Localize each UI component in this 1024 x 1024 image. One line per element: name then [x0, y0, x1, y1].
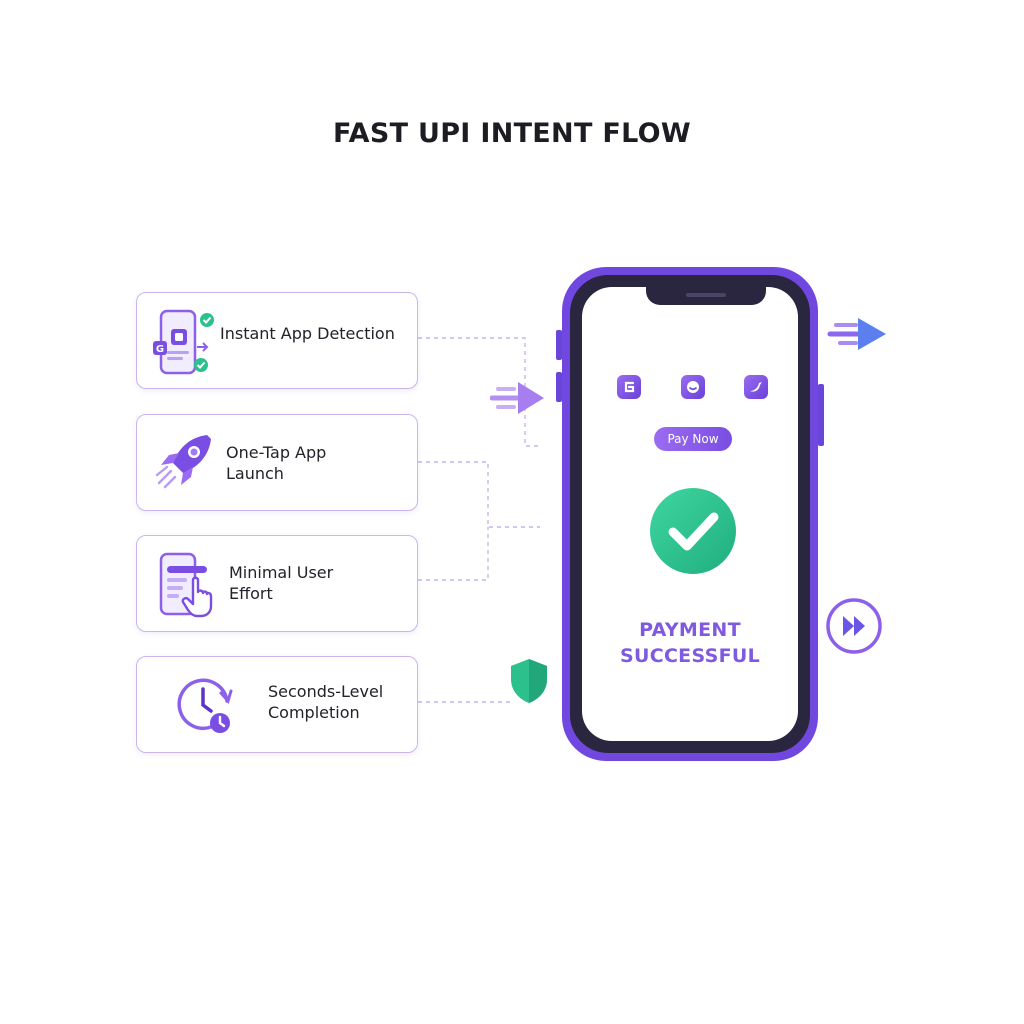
feature-label-line: Minimal User — [229, 563, 334, 582]
payment-status-line-1: PAYMENT — [639, 619, 741, 641]
feature-label-line: Launch — [226, 464, 284, 483]
phone-bezel: Pay Now PAYMENT SUCCESSFUL — [570, 275, 810, 753]
phone-volume-button — [556, 330, 562, 360]
feature-card-seconds-level-completion: Seconds-Level Completion — [136, 656, 418, 753]
diagram-title: FAST UPI INTENT FLOW — [332, 118, 691, 149]
phone-mockup: Pay Now PAYMENT SUCCESSFUL — [562, 267, 818, 761]
feature-card-minimal-user-effort: Minimal User Effort — [136, 535, 418, 632]
app-smile-glyph-icon — [687, 381, 699, 393]
fast-forward-icon — [826, 598, 882, 654]
rocket-icon — [155, 435, 211, 489]
phone-power-button — [818, 384, 824, 446]
app-g-glyph-icon — [624, 381, 635, 393]
phone-volume-button — [556, 372, 562, 402]
success-check-icon — [650, 488, 736, 574]
payment-status-line-2: SUCCESSFUL — [619, 645, 760, 667]
feature-label-line: Instant App Detection — [220, 324, 395, 343]
connector-2 — [418, 461, 540, 528]
feature-label-line: Effort — [229, 584, 273, 603]
phone-app-detection-icon: G — [153, 309, 214, 375]
feature-label-line: One-Tap App — [226, 443, 327, 462]
forward-arrow-icon — [827, 318, 886, 350]
app-bird-glyph-icon — [750, 382, 762, 392]
feature-card-one-tap-app-launch: One-Tap App Launch — [136, 414, 418, 511]
app-icon-bird[interactable] — [744, 375, 768, 399]
app-icon-g[interactable] — [617, 375, 641, 399]
feature-card-instant-app-detection: G Instant App Detection — [136, 292, 418, 389]
phone-tap-icon — [159, 552, 213, 618]
flow-arrow-icon — [490, 382, 544, 414]
phone-screen: Pay Now PAYMENT SUCCESSFUL — [582, 287, 798, 741]
feature-label-line: Completion — [268, 703, 360, 722]
connector-3 — [418, 527, 489, 581]
pay-now-button[interactable]: Pay Now — [654, 427, 732, 451]
svg-text:G: G — [156, 344, 164, 355]
feature-label-line: Seconds-Level — [268, 682, 384, 701]
shield-icon — [511, 659, 547, 703]
app-icon-smile[interactable] — [681, 375, 705, 399]
clock-timer-icon — [177, 678, 233, 733]
phone-notch — [646, 287, 766, 305]
